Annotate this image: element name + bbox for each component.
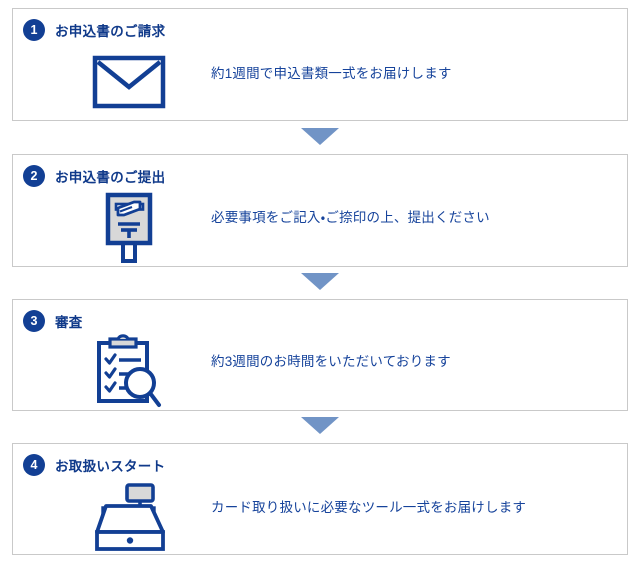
step-title-3: 審査 xyxy=(55,315,83,330)
step-body-4: カード取り扱いに必要なツール一式をお届けします xyxy=(13,478,627,554)
step-title-2: お申込書のご提出 xyxy=(55,170,166,185)
down-arrow-icon xyxy=(301,272,339,290)
step-number-badge-2: 2 xyxy=(23,165,45,187)
clipboard-search-icon xyxy=(83,332,175,410)
step-description-3: 約3週間のお時間をいただいております xyxy=(211,354,451,369)
step-title-1: お申込書のご請求 xyxy=(55,24,166,39)
step-number-badge-3: 3 xyxy=(23,310,45,332)
step-body-2: 必要事項をご記入・ご捺印の上、提出ください xyxy=(13,189,627,266)
step-header-1: 1 お申込書のご請求 xyxy=(23,19,165,41)
step-number-badge-4: 4 xyxy=(23,454,45,476)
arrow-step3-to-step4 xyxy=(0,414,640,436)
step-header-3: 3 審査 xyxy=(23,310,83,332)
arrow-step1-to-step2 xyxy=(0,125,640,147)
envelope-icon xyxy=(83,43,175,121)
step-card-1: 1 お申込書のご請求 約1週間で申込書類一式をお届けします xyxy=(12,8,628,121)
arrow-step2-to-step3 xyxy=(0,270,640,292)
step-header-4: 4 お取扱いスタート xyxy=(23,454,165,476)
down-arrow-icon xyxy=(301,416,339,434)
step-card-2: 2 お申込書のご提出 xyxy=(12,154,628,267)
step-card-3: 3 審査 xyxy=(12,299,628,411)
step-body-3: 約3週間のお時間をいただいております xyxy=(13,334,627,410)
step-description-2: 必要事項をご記入・ご捺印の上、提出ください xyxy=(211,209,490,225)
cash-register-icon xyxy=(83,478,175,556)
postbox-icon xyxy=(83,189,175,267)
step-card-4: 4 お取扱いスタート xyxy=(12,443,628,555)
step-number-badge-1: 1 xyxy=(23,19,45,41)
step-body-1: 約1週間で申込書類一式をお届けします xyxy=(13,43,627,120)
step-header-2: 2 お申込書のご提出 xyxy=(23,165,165,187)
step-description-4: カード取り扱いに必要なツール一式をお届けします xyxy=(211,500,527,515)
step-title-4: お取扱いスタート xyxy=(55,459,166,474)
down-arrow-icon xyxy=(301,127,339,145)
step-description-1: 約1週間で申込書類一式をお届けします xyxy=(211,65,452,81)
